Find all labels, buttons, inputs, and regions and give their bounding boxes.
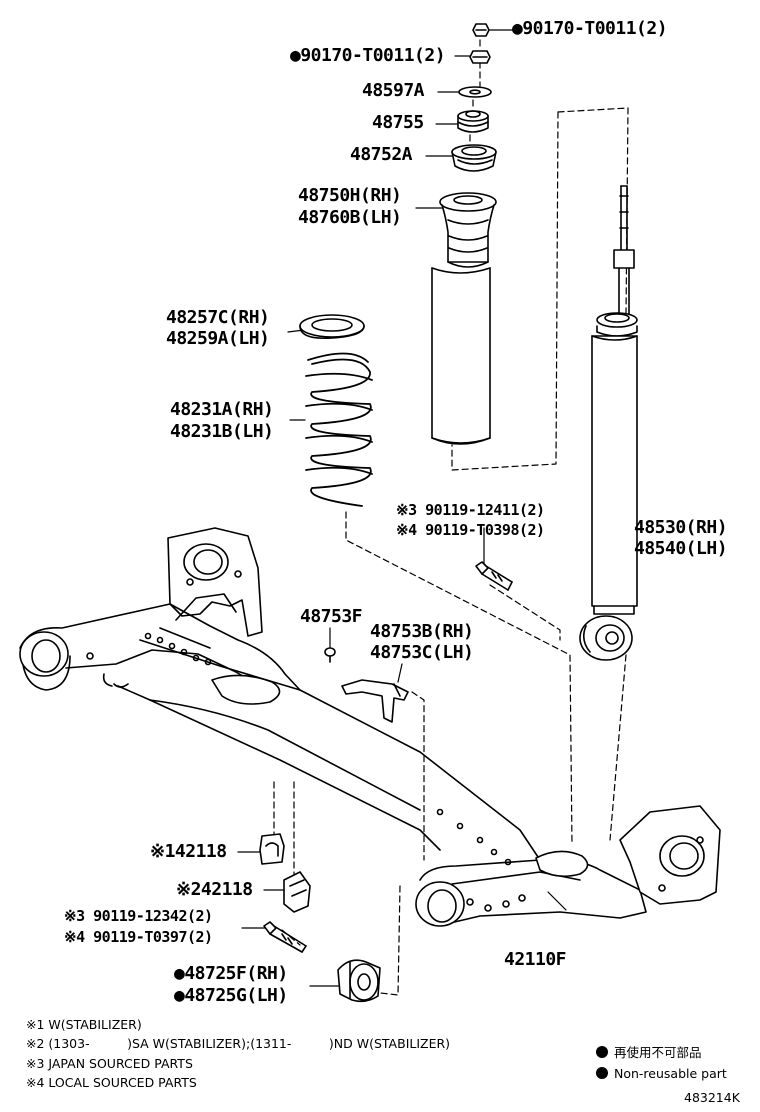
label-lower-bolt-local: ※4 90119-T0397(2) xyxy=(64,928,213,946)
label-bump-stopper-lh: 48760B(LH) xyxy=(298,207,402,228)
label-absorber-rh: 48530(RH) xyxy=(634,517,728,538)
footnote-2: ※2 (1303- )SA W(STABILIZER);(1311- )ND W… xyxy=(26,1036,451,1051)
label-insulator-rh: 48257C(RH) xyxy=(166,307,270,328)
label-spring-rh: 48231A(RH) xyxy=(170,399,274,420)
label-48753f: 48753F xyxy=(300,606,363,627)
label-upper-bolt-local: ※4 90119-T0398(2) xyxy=(396,521,545,539)
label-lower-bolt-japan: ※3 90119-12342(2) xyxy=(64,907,213,925)
label-bushing-lh: ●48725G(LH) xyxy=(174,985,288,1006)
coil-spring xyxy=(305,352,373,507)
footnote-4: ※4 LOCAL SOURCED PARTS xyxy=(26,1075,197,1090)
label-axle-beam: 42110F xyxy=(504,949,567,970)
footnote-3: ※3 JAPAN SOURCED PARTS xyxy=(26,1056,193,1071)
bump-stopper-cover xyxy=(431,192,497,445)
stabilizer-bush-1 xyxy=(259,833,285,865)
upper-nut-2 xyxy=(469,50,491,64)
label-upper-nut-2: ●90170-T0011(2) xyxy=(290,45,446,66)
label-stabilizer-1: ※142118 xyxy=(150,841,227,862)
leader-lines xyxy=(237,29,629,987)
shock-absorber xyxy=(579,185,638,661)
filled-dot-icon xyxy=(596,1067,608,1079)
spring-insulator xyxy=(299,314,365,340)
label-upper-bolt-japan: ※3 90119-12411(2) xyxy=(396,501,545,519)
beam-holes xyxy=(144,632,512,866)
legend-jp-text: 再使用不可部品 xyxy=(614,1045,702,1060)
lower-mount-bolt xyxy=(263,921,307,953)
cushion-48752a xyxy=(451,144,497,172)
label-upper-nut: ●90170-T0011(2) xyxy=(512,18,668,39)
filled-dot-icon xyxy=(596,1046,608,1058)
legend-non-reusable-en: Non-reusable part xyxy=(596,1066,727,1081)
label-48597a: 48597A xyxy=(362,80,425,101)
upper-nut-1 xyxy=(472,23,490,37)
torsion-beam-axle xyxy=(19,527,721,927)
label-bracket-lh: 48753C(LH) xyxy=(370,642,474,663)
stabilizer-bush-2 xyxy=(283,871,311,913)
axle-bushing xyxy=(337,959,381,1003)
bracket-48753 xyxy=(341,679,409,723)
cushion-48755 xyxy=(457,110,489,133)
label-bracket-rh: 48753B(RH) xyxy=(370,621,474,642)
label-absorber-lh: 48540(LH) xyxy=(634,538,728,559)
footnote-1: ※1 W(STABILIZER) xyxy=(26,1017,142,1032)
label-48755: 48755 xyxy=(372,112,424,133)
label-bushing-rh: ●48725F(RH) xyxy=(174,963,288,984)
bolt-48753f xyxy=(324,647,336,663)
label-spring-lh: 48231B(LH) xyxy=(170,421,274,442)
label-48752a: 48752A xyxy=(350,144,413,165)
upper-mount-bolt xyxy=(475,561,513,591)
assembly-dashed-lines xyxy=(273,39,629,996)
legend-non-reusable-jp: 再使用不可部品 xyxy=(596,1045,702,1060)
label-stabilizer-2: ※242118 xyxy=(176,879,253,900)
legend-en-text: Non-reusable part xyxy=(614,1066,727,1081)
label-bump-stopper-rh: 48750H(RH) xyxy=(298,185,402,206)
washer-48597a xyxy=(458,86,492,98)
label-insulator-lh: 48259A(LH) xyxy=(166,328,270,349)
diagram-code: 483214K xyxy=(684,1090,740,1105)
